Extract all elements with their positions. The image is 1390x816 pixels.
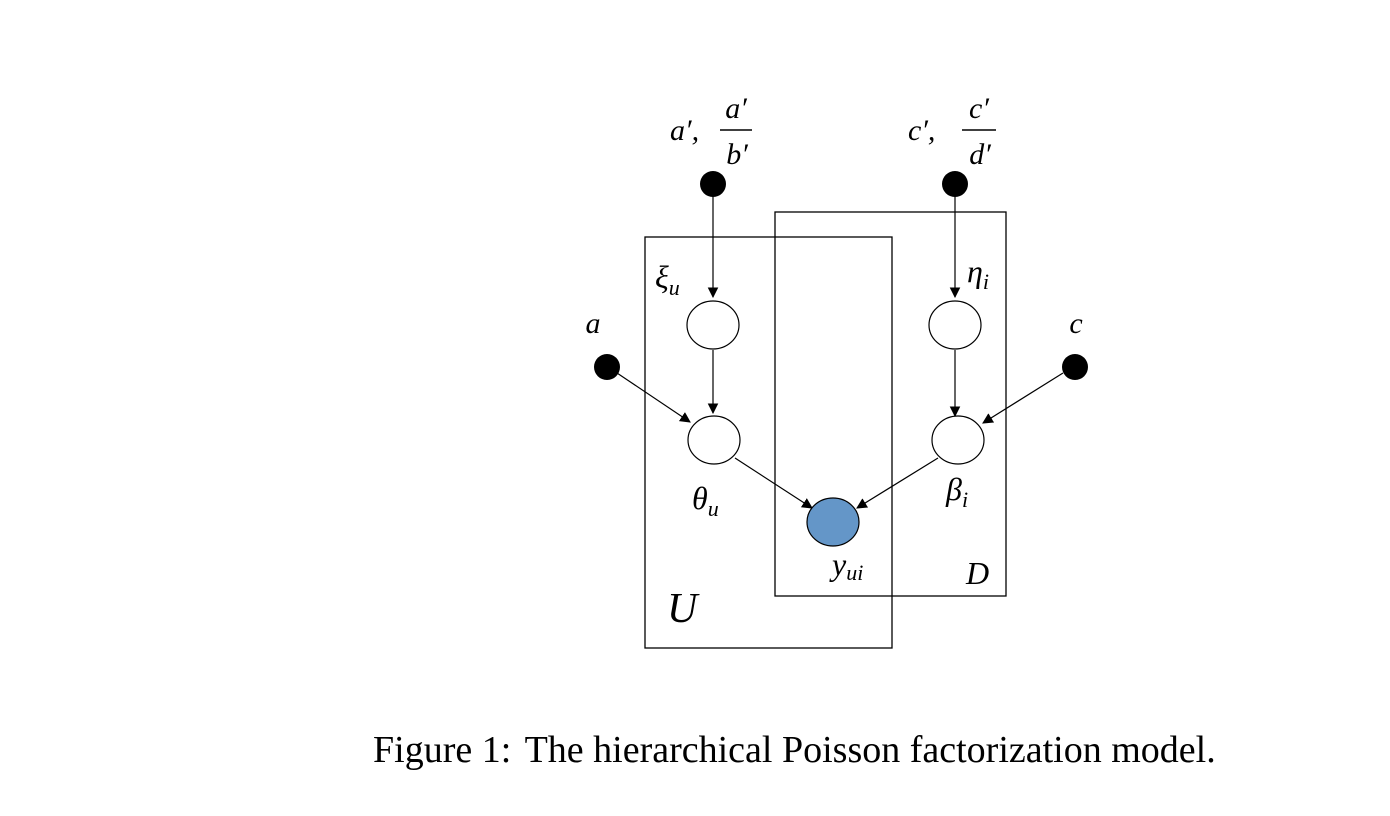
label-theta-base: θ <box>692 480 708 516</box>
label-eta-sub: i <box>983 269 989 294</box>
label-c: c <box>1069 307 1082 340</box>
label-beta: βi <box>945 471 968 512</box>
label-cprime-frac-num: c′ <box>969 92 989 125</box>
label-beta-sub: i <box>962 487 968 512</box>
label-aprime-frac-den: b′ <box>726 138 748 171</box>
label-cprime-frac-den: d′ <box>969 138 991 171</box>
label-y: yui <box>829 546 863 585</box>
edge-c-to-beta <box>982 372 1064 424</box>
plate-users <box>644 236 893 649</box>
node-cprime-hyper <box>942 171 968 197</box>
node-a-hyper <box>594 354 620 380</box>
label-y-sub: ui <box>846 560 863 585</box>
caption-prefix: Figure 1: <box>373 729 512 771</box>
label-aprime-left: a′, <box>670 114 699 147</box>
caption-text: The hierarchical Poisson factorization m… <box>524 729 1216 771</box>
label-eta: ηi <box>967 253 989 294</box>
node-aprime-hyper <box>700 171 726 197</box>
figure-caption: Figure 1: The hierarchical Poisson factor… <box>373 728 1216 772</box>
node-c-hyper <box>1062 354 1088 380</box>
label-xi-sub: u <box>669 275 680 300</box>
node-beta <box>931 415 985 465</box>
label-theta-sub: u <box>708 496 719 521</box>
edge-beta-to-y <box>856 457 939 509</box>
edge-a-to-theta <box>616 372 691 423</box>
label-xi: ξu <box>655 259 680 300</box>
label-eta-base: η <box>967 253 983 289</box>
node-xi <box>686 300 740 350</box>
node-y-observed <box>806 497 860 547</box>
label-a: a <box>586 307 601 340</box>
edge-theta-to-y <box>734 457 813 509</box>
label-aprime-frac-num: a′ <box>725 92 747 125</box>
label-xi-base: ξ <box>655 259 669 295</box>
plate-label-users: U <box>667 586 700 632</box>
plate-items <box>774 211 1007 597</box>
plate-label-items: D <box>965 555 989 591</box>
label-y-base: y <box>829 546 847 582</box>
label-cprime-left: c′, <box>908 114 935 147</box>
node-theta <box>687 415 741 465</box>
node-eta <box>928 300 982 350</box>
label-beta-base: β <box>945 471 962 507</box>
label-theta: θu <box>692 480 719 521</box>
